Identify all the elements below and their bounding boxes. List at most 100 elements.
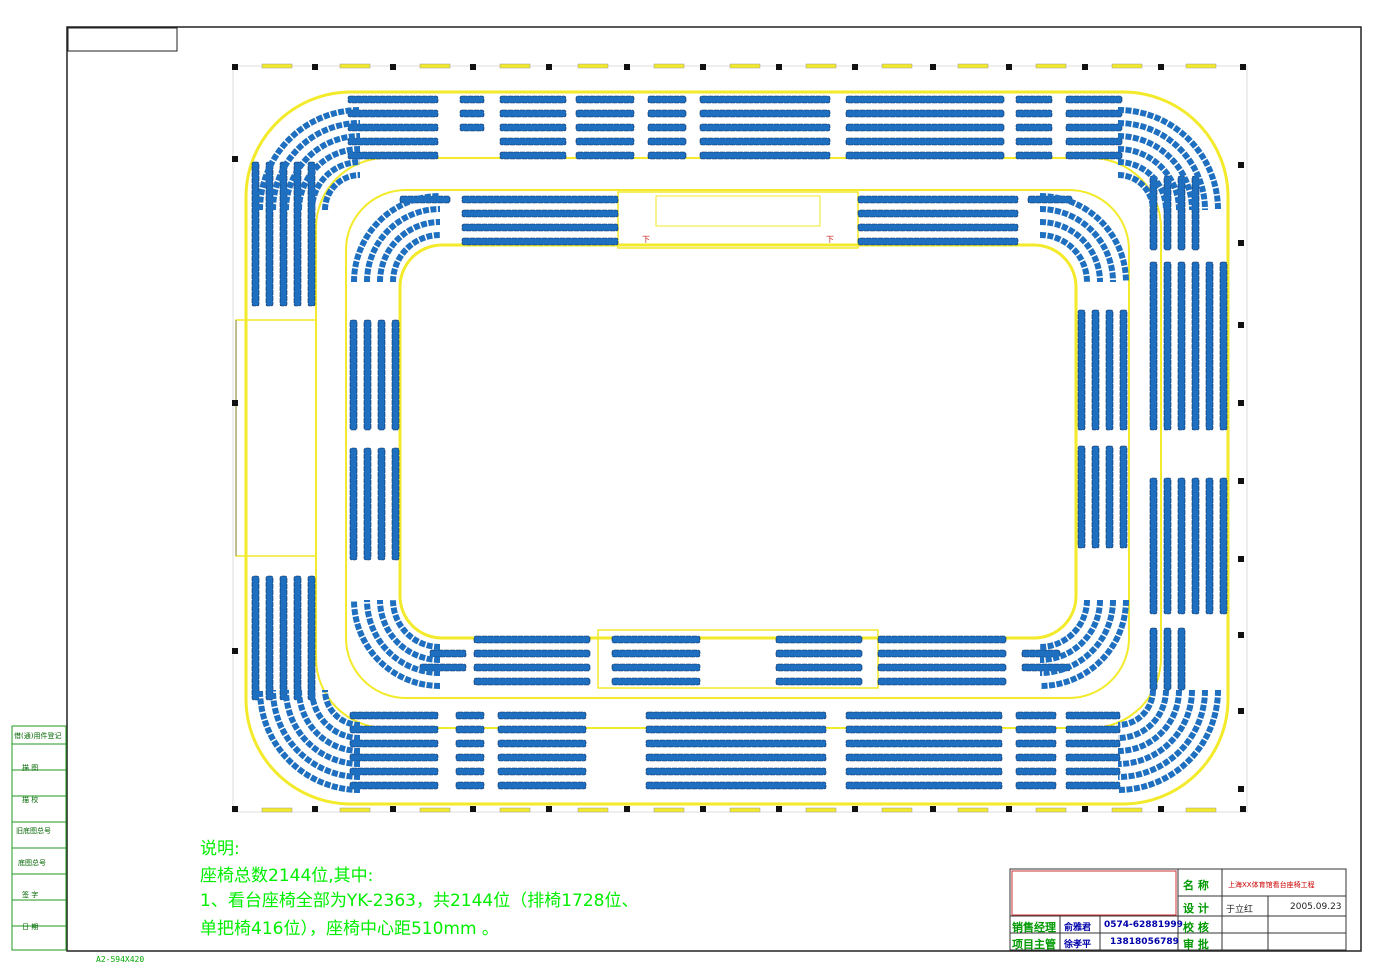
seat-row	[699, 137, 831, 146]
seat-row	[459, 109, 485, 118]
seat-row	[461, 195, 619, 204]
seat-row	[645, 725, 827, 734]
seat-row	[1149, 175, 1158, 251]
column-marker	[1240, 806, 1246, 812]
approve-label: 审 批	[1183, 938, 1209, 951]
seat-row	[1163, 477, 1172, 615]
seat-row	[499, 109, 567, 118]
column-marker	[624, 806, 630, 812]
seat-row	[1077, 445, 1086, 549]
seat-row-curved	[1039, 206, 1116, 283]
column-marker	[1238, 556, 1244, 562]
seat-row-curved	[1117, 172, 1156, 211]
column-marker	[852, 806, 858, 812]
seat-row	[645, 753, 827, 762]
column-marker	[1158, 64, 1164, 70]
notes-line-1: 座椅总数2144位,其中:	[200, 866, 374, 886]
notes-line-2: 1、看台座椅全部为YK-2363，共2144位（排椅1728位、	[200, 891, 639, 911]
dimension-frame	[232, 65, 1248, 813]
footing-pad	[419, 807, 451, 813]
seat-row-curved	[270, 120, 361, 211]
seat-row	[699, 123, 831, 132]
stair-down-mark-2: 下	[826, 235, 834, 244]
column-marker	[232, 400, 238, 406]
seat-row-curved	[1039, 193, 1129, 283]
seat-row	[461, 209, 619, 218]
seat-row	[611, 635, 701, 644]
seat-row	[497, 739, 587, 748]
column-marker	[470, 806, 476, 812]
seat-row-curved	[364, 206, 441, 283]
seat-row	[845, 137, 1005, 146]
seat-row	[349, 711, 439, 720]
seat-row	[455, 781, 485, 790]
footing-pad	[1111, 807, 1143, 813]
seat-row	[363, 447, 372, 561]
seat-row	[845, 123, 1005, 132]
seat-row	[647, 151, 687, 160]
seat-row-curved	[309, 159, 361, 211]
seat-row	[647, 137, 687, 146]
seat-row	[473, 663, 591, 672]
seat-row	[877, 663, 1007, 672]
seat-row	[1015, 767, 1057, 776]
seat-row	[1065, 739, 1121, 748]
stamp-label: 借(通)用件登记	[14, 732, 62, 740]
column-marker	[1082, 806, 1088, 812]
footing-pad	[339, 807, 371, 813]
seat-row	[347, 151, 439, 160]
column-marker	[232, 156, 238, 162]
seat-row	[1191, 175, 1200, 251]
seat-row	[845, 151, 1005, 160]
seat-row	[349, 753, 439, 762]
seat-row	[877, 635, 1007, 644]
stadium-seating-plan: 下 下	[232, 63, 1248, 813]
column-marker	[852, 64, 858, 70]
seat-row-curved	[257, 107, 361, 211]
seat-row	[497, 753, 587, 762]
seat-row	[1015, 711, 1057, 720]
seat-row	[845, 725, 1003, 734]
seat-row-curved	[1039, 232, 1090, 283]
seat-row	[645, 781, 827, 790]
footing-pad	[499, 807, 531, 813]
seat-row-curved	[1117, 146, 1182, 211]
footing-pad	[1185, 63, 1217, 69]
seat-row-curved	[309, 689, 361, 741]
seat-row	[349, 725, 439, 734]
seat-row	[251, 161, 260, 307]
sales-manager-name: 俞雅君	[1064, 923, 1092, 933]
column-marker	[930, 806, 936, 812]
seat-row-curved	[1117, 107, 1221, 211]
seat-row	[391, 319, 400, 431]
seat-row-curved	[1117, 689, 1221, 793]
seat-row	[499, 151, 567, 160]
column-marker	[776, 64, 782, 70]
footing-pad	[957, 807, 989, 813]
outer-stand-outline	[244, 90, 1230, 806]
seat-row-curved	[1039, 599, 1129, 689]
seat-row	[775, 677, 863, 686]
column-marker	[470, 64, 476, 70]
seat-row-curved	[1117, 120, 1208, 211]
seat-row	[279, 575, 288, 701]
seat-row-curved	[322, 689, 361, 728]
project-phone: 13818056789	[1110, 937, 1179, 947]
drawing-border	[66, 26, 1362, 952]
seat-row	[1119, 309, 1128, 431]
seat-row-curved	[1039, 599, 1103, 663]
seat-row	[455, 711, 485, 720]
seat-row	[473, 677, 591, 686]
column-marker	[624, 64, 630, 70]
seat-row	[1015, 123, 1053, 132]
seat-row	[1015, 137, 1053, 146]
seat-row	[1177, 627, 1186, 691]
west-entrance	[235, 319, 317, 557]
seat-row-curved	[1039, 599, 1090, 650]
seat-row	[1205, 477, 1214, 615]
sheet-size-label: A2-594X420	[96, 955, 145, 964]
seat-row	[307, 161, 316, 307]
column-marker	[232, 806, 238, 812]
column-marker	[776, 806, 782, 812]
seat-row	[497, 725, 587, 734]
